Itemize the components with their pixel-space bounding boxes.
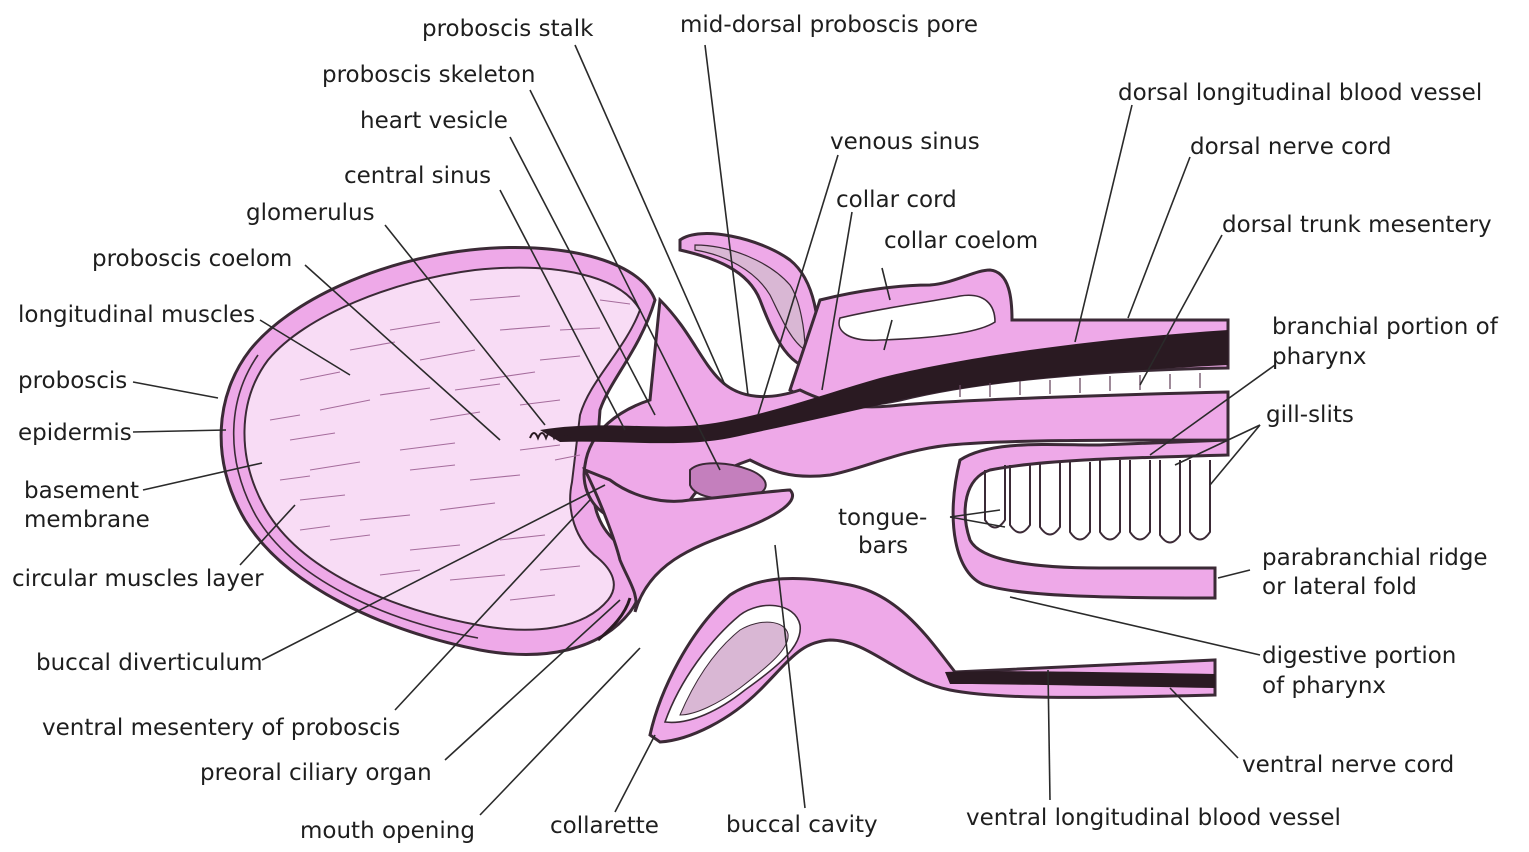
leader-collarette: [615, 735, 655, 812]
label-central-sinus: central sinus: [344, 163, 491, 189]
label-basement: basement: [24, 478, 139, 504]
gill-slits: [985, 460, 1210, 543]
leader-digestive-portion: [1010, 597, 1260, 655]
label-heart-vesicle: heart vesicle: [360, 108, 508, 134]
label-ventral-mesentery: ventral mesentery of proboscis: [42, 715, 400, 741]
label-of-pharynx: of pharynx: [1262, 673, 1386, 699]
label-venous-sinus: venous sinus: [830, 129, 980, 155]
label-epidermis: epidermis: [18, 420, 132, 446]
label-circular-muscles-layer: circular muscles layer: [12, 566, 264, 592]
leader-parabranchial: [1218, 570, 1250, 578]
label-collarette: collarette: [550, 813, 659, 839]
label-dorsal-nerve-cord: dorsal nerve cord: [1190, 134, 1392, 160]
label-or-lateral-fold: or lateral fold: [1262, 574, 1417, 600]
leader-ventral-nerve-cord: [1170, 688, 1238, 758]
collar-dorsal-lip: [680, 234, 820, 370]
label-collar-coelom: collar coelom: [884, 228, 1038, 254]
label-ventral-nerve-cord: ventral nerve cord: [1242, 752, 1454, 778]
label-dorsal-trunk-mesentery: dorsal trunk mesentery: [1222, 212, 1492, 238]
label-parabranchial-ridge: parabranchial ridge: [1262, 545, 1488, 571]
label-bars: bars: [858, 533, 908, 559]
label-gill-slits: gill-slits: [1266, 402, 1354, 428]
label-proboscis-coelom: proboscis coelom: [92, 246, 292, 272]
label-proboscis: proboscis: [18, 368, 127, 394]
label-mouth-opening: mouth opening: [300, 818, 475, 844]
leader-mouth-opening: [480, 648, 640, 815]
leader-dorsal-nerve-cord: [1128, 157, 1190, 318]
leader-epidermis: [133, 430, 226, 432]
label-collar-cord: collar cord: [836, 187, 957, 213]
leader-dorsal-blood-vessel: [1075, 105, 1132, 342]
label-glomerulus: glomerulus: [246, 200, 375, 226]
label-mid-dorsal-proboscis-pore: mid-dorsal proboscis pore: [680, 12, 978, 38]
label-proboscis-stalk: proboscis stalk: [422, 16, 594, 42]
label-longitudinal-muscles: longitudinal muscles: [18, 302, 255, 328]
label-digestive-portion: digestive portion: [1262, 643, 1456, 669]
label-membrane: membrane: [24, 507, 150, 533]
label-branchial-portion: branchial portion of: [1272, 314, 1499, 340]
label-buccal-diverticulum: buccal diverticulum: [36, 650, 262, 676]
label-buccal-cavity: buccal cavity: [726, 812, 878, 838]
label-branchial-pharynx: pharynx: [1272, 344, 1367, 370]
leader-proboscis: [133, 382, 218, 398]
label-preoral-ciliary-organ: preoral ciliary organ: [200, 760, 432, 786]
label-tongue: tongue-: [838, 505, 927, 531]
label-ventral-longitudinal-blood-vessel: ventral longitudinal blood vessel: [966, 805, 1341, 831]
leader-mid-dorsal-pore: [705, 45, 748, 395]
label-proboscis-skeleton: proboscis skeleton: [322, 62, 535, 88]
label-dorsal-longitudinal-blood-vessel: dorsal longitudinal blood vessel: [1118, 80, 1482, 106]
